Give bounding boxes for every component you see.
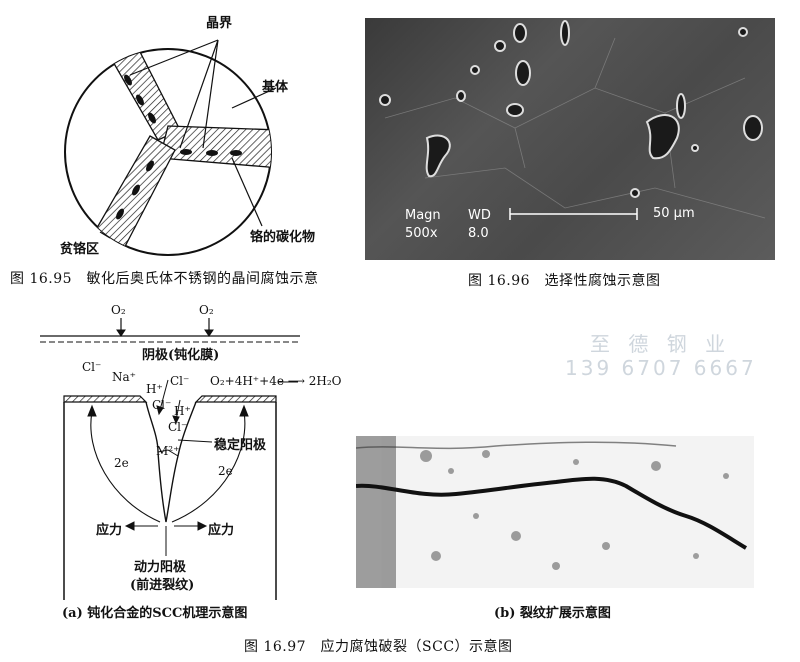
sem-wd-label: WD: [468, 208, 491, 223]
cl-ion-3: Cl⁻: [152, 398, 172, 412]
depleted-zone-label: 贫铬区: [60, 242, 100, 257]
leader-lines: [99, 39, 277, 239]
h-ion-1: H⁺: [146, 382, 163, 396]
dynamic-anode-label: 动力阳极: [134, 560, 187, 575]
fig95-caption: 图 16.95 敏化后奥氏体不锈钢的晶间腐蚀示意: [10, 271, 319, 287]
electron-left: 2e: [114, 456, 129, 470]
sem-wd-value: 8.0: [468, 226, 489, 241]
sem-micrograph: Magn 500x WD 8.0 50 µm: [365, 18, 775, 260]
fig96-caption: 图 16.96 选择性腐蚀示意图: [468, 273, 661, 289]
electron-right: 2e: [218, 464, 233, 478]
h-ion-2: H⁺: [174, 404, 191, 418]
fig97-caption: 图 16.97 应力腐蚀破裂（SCC）示意图: [244, 639, 513, 655]
cl-ion-4: Cl⁻: [168, 420, 188, 434]
cl-ion-2: Cl⁻: [170, 374, 190, 388]
cathode-label: 阴极(钝化膜): [142, 348, 220, 363]
scc-mechanism-diagram: [40, 318, 300, 600]
carbide-label: 铬的碳化物: [250, 230, 316, 245]
cathode-reaction: O₂+4H⁺+4e ⟶ 2H₂O: [210, 374, 342, 388]
stress-right-label: 应力: [208, 523, 235, 538]
advancing-crack-label: (前进裂纹): [130, 578, 195, 593]
grain-boundary-label: 晶界: [206, 16, 233, 31]
crack-photo-features: [356, 436, 748, 588]
na-ion: Na⁺: [112, 370, 136, 384]
matrix-label: 基体: [262, 80, 289, 95]
carbide-particles: [116, 74, 242, 220]
stress-left-label: 应力: [96, 523, 123, 538]
sem-magn-label: Magn: [405, 208, 441, 223]
sem-magn-value: 500x: [405, 226, 438, 241]
crack-propagation-photo: [356, 436, 754, 588]
sem-features: [379, 20, 766, 220]
metal-ion: M²⁺: [156, 444, 180, 458]
watermark-line1: 至 德 钢 业: [590, 332, 732, 356]
cl-ion-1: Cl⁻: [82, 360, 102, 374]
depleted-zone-bands: [89, 49, 271, 255]
fig97a-subcaption: (a) 钝化合金的SCC机理示意图: [62, 606, 248, 621]
o2-left-label: O₂: [111, 303, 126, 317]
watermark-line2: 139 6707 6667: [565, 356, 757, 380]
stable-anode-label: 稳定阳极: [214, 438, 267, 453]
fig97b-subcaption: (b) 裂纹扩展示意图: [494, 606, 611, 621]
o2-right-label: O₂: [199, 303, 214, 317]
sem-scale-label: 50 µm: [653, 206, 695, 221]
